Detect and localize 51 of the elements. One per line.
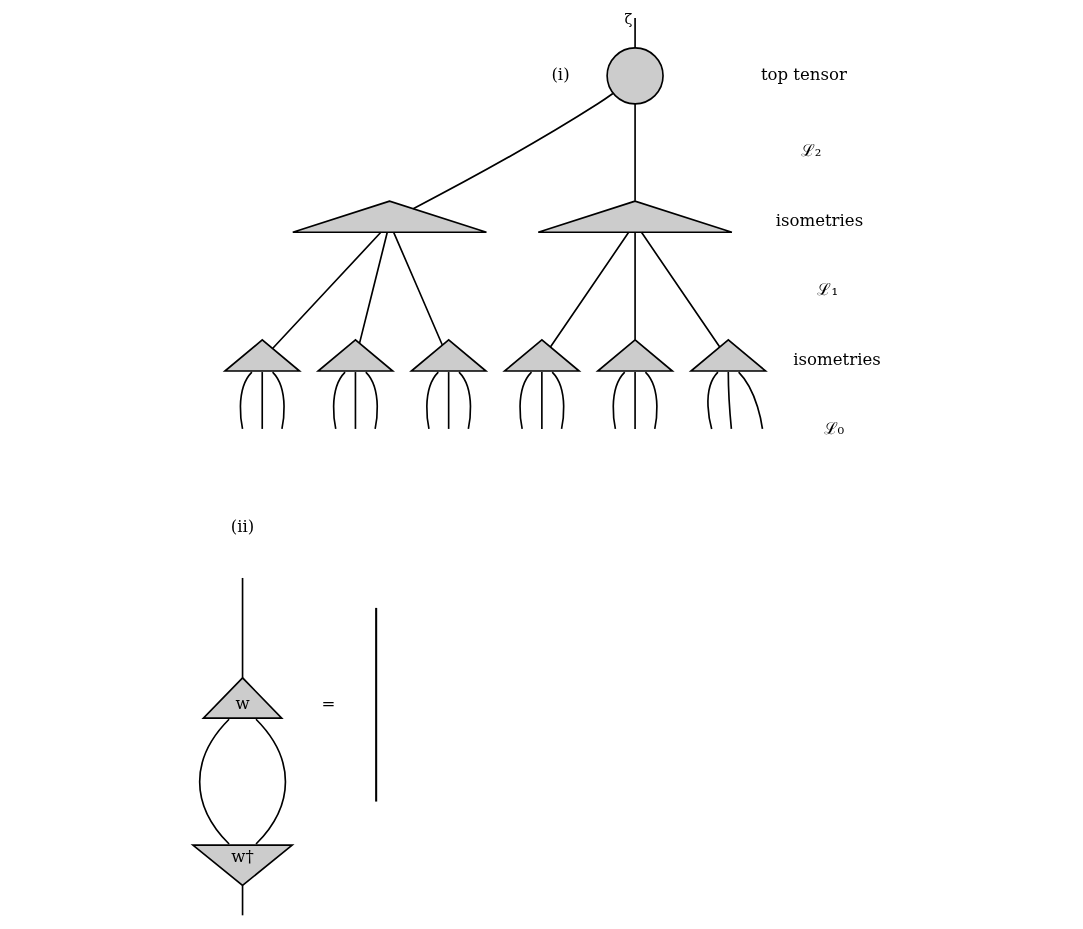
connector — [612, 371, 626, 430]
node-triangle — [502, 338, 582, 372]
node-triangle — [222, 338, 302, 372]
connector — [241, 577, 244, 679]
connector — [239, 371, 253, 430]
connector — [412, 92, 614, 210]
label: (i) — [551, 64, 570, 84]
connector — [364, 371, 379, 430]
connector — [261, 371, 264, 430]
label: ℒ₂ — [800, 141, 822, 161]
connector — [198, 718, 230, 845]
node-triangle — [537, 200, 733, 234]
label: ℒ₀ — [823, 418, 845, 438]
connector — [358, 231, 389, 344]
connector — [332, 371, 346, 430]
connector — [634, 103, 636, 202]
label: = — [321, 693, 336, 713]
label: ℒ₁ — [817, 280, 839, 300]
node-triangle — [409, 338, 489, 372]
connector — [640, 231, 721, 348]
node-circle — [606, 47, 664, 105]
node-triangle — [291, 200, 488, 234]
connector — [272, 231, 382, 350]
connector — [447, 371, 450, 430]
connector — [392, 231, 444, 346]
node-triangle — [315, 338, 396, 372]
connector — [458, 371, 472, 430]
connector — [737, 371, 764, 430]
connector — [634, 371, 636, 430]
connector — [541, 371, 543, 430]
label: isometries — [775, 210, 864, 230]
edge-label: ζ — [624, 11, 633, 28]
connector — [644, 371, 658, 430]
connector — [634, 17, 636, 49]
connector — [727, 371, 733, 430]
connector — [549, 231, 630, 348]
connector — [707, 371, 719, 430]
connector — [634, 231, 636, 341]
node-triangle — [595, 338, 675, 372]
node-triangle — [688, 338, 768, 372]
connector — [426, 371, 440, 430]
connector — [354, 371, 357, 430]
node-bar — [375, 607, 378, 802]
connector — [271, 371, 285, 430]
connector — [241, 884, 244, 917]
label: (ii) — [230, 517, 255, 537]
connector — [519, 371, 533, 430]
label: top tensor — [760, 64, 847, 84]
connector — [551, 371, 565, 430]
connector — [255, 718, 287, 845]
label: isometries — [793, 349, 881, 369]
